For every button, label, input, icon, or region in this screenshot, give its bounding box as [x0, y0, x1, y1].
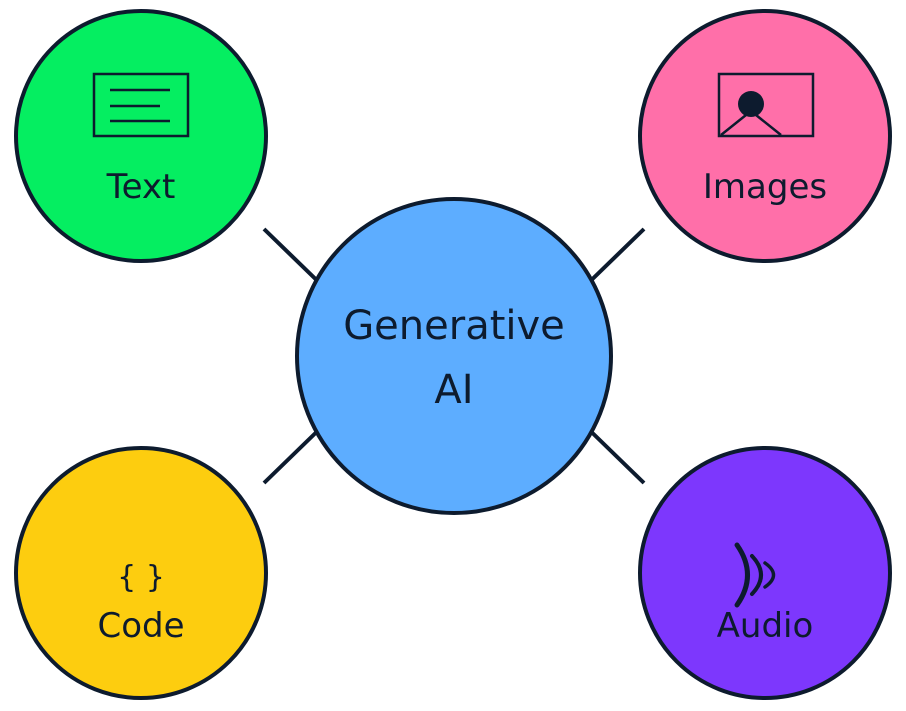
node-code: { } Code: [14, 446, 268, 700]
node-text: Text: [14, 9, 268, 263]
node-center: Generative AI: [295, 197, 613, 515]
node-center-circle: [295, 197, 613, 515]
node-images: Images: [638, 9, 892, 263]
node-text-label: Text: [106, 167, 176, 207]
center-title-line2: AI: [434, 367, 473, 413]
node-code-label: Code: [97, 606, 184, 646]
picture-icon: [717, 72, 815, 138]
node-audio: Audio: [638, 446, 892, 700]
document-lines-icon: [92, 72, 190, 138]
node-images-label: Images: [703, 167, 827, 207]
sound-waves-icon: [734, 542, 776, 608]
node-audio-circle: [638, 446, 892, 700]
node-audio-label: Audio: [717, 606, 814, 646]
curly-braces-icon: { }: [117, 560, 165, 595]
center-title-line1: Generative: [343, 303, 565, 349]
node-code-circle: [14, 446, 268, 700]
